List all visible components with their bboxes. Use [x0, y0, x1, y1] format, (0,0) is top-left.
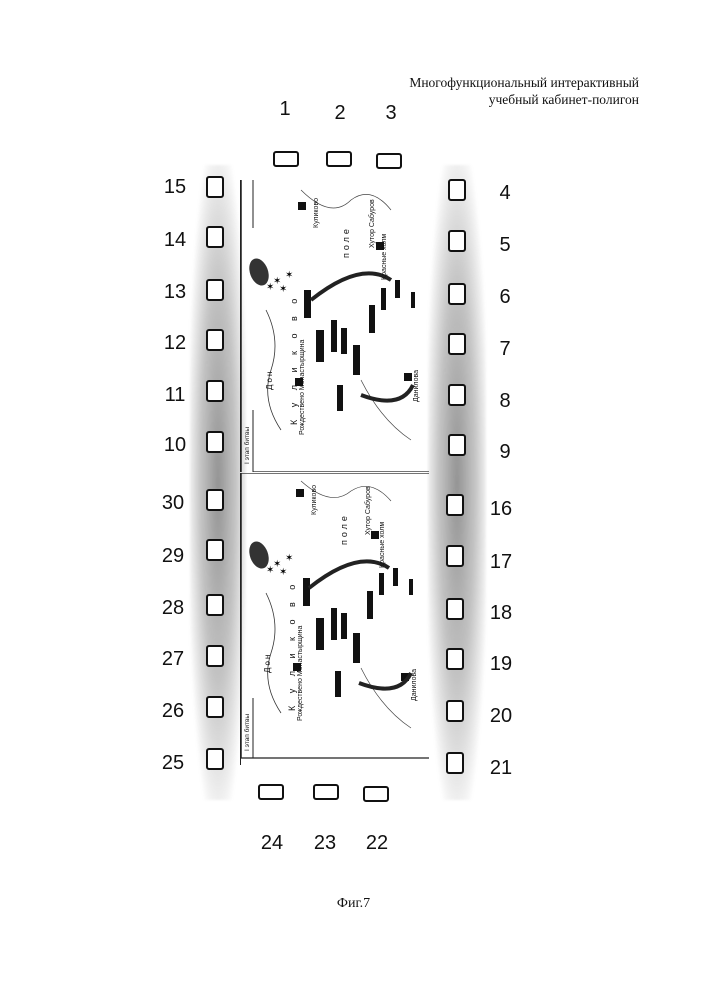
number-label: 27	[156, 648, 190, 670]
sprocket-hole	[206, 748, 224, 770]
label-rozhdestveno: Рождествено Монастырщина	[297, 626, 304, 721]
sprocket-hole	[206, 431, 224, 453]
number-label: 7	[488, 338, 522, 360]
number-label: 22	[360, 832, 394, 854]
sprocket-hole	[206, 696, 224, 718]
number-label: 24	[255, 832, 289, 854]
sprocket-hole	[448, 179, 466, 201]
sprocket-hole	[363, 786, 389, 802]
number-label: 26	[156, 700, 190, 722]
number-label: 3	[374, 102, 408, 124]
sprocket-hole	[448, 384, 466, 406]
sprocket-hole	[273, 151, 299, 167]
svg-text:✶: ✶	[279, 284, 287, 295]
sprocket-hole	[446, 545, 464, 567]
map-frame-1: ✶ ✶ ✶ ✶ Куликово Хутор Сабуров Красные х…	[240, 180, 431, 472]
sprocket-hole	[206, 279, 224, 301]
number-label: 17	[484, 551, 518, 573]
label-khutor: Хутор Сабуров	[365, 486, 372, 535]
number-label: 6	[488, 286, 522, 308]
battle-map-2: ✶ ✶ ✶ ✶	[241, 473, 431, 765]
map-frame-2: ✶ ✶ ✶ ✶ Куликово Хутор Сабуров Красные х…	[240, 473, 431, 765]
sprocket-hole	[446, 700, 464, 722]
label-krasnye: Красные холм	[381, 234, 388, 280]
number-label: 1	[268, 98, 302, 120]
label-stage: I этап битвы	[244, 714, 251, 751]
sprocket-hole	[206, 380, 224, 402]
number-label: 29	[156, 545, 190, 567]
sprocket-hole	[448, 230, 466, 252]
number-label: 13	[158, 281, 192, 303]
sprocket-hole	[206, 329, 224, 351]
number-label: 12	[158, 332, 192, 354]
label-field: поле	[341, 226, 351, 258]
sprocket-hole	[258, 784, 284, 800]
battle-map-1: ✶ ✶ ✶ ✶	[241, 180, 431, 472]
number-label: 9	[488, 441, 522, 463]
number-label: 4	[488, 182, 522, 204]
figure-caption: Фиг.7	[0, 896, 707, 912]
number-label: 21	[484, 757, 518, 779]
svg-text:✶: ✶	[285, 270, 293, 281]
sprocket-hole	[206, 645, 224, 667]
label-don: Дон	[265, 370, 274, 390]
header-line-1: Многофункциональный интерактивный	[409, 74, 639, 91]
sprocket-hole	[326, 151, 352, 167]
label-kulikovo: Куликово	[311, 485, 318, 515]
header-line-2: учебный кабинет-полигон	[409, 91, 639, 108]
document-header: Многофункциональный интерактивный учебны…	[409, 74, 639, 108]
number-label: 16	[484, 498, 518, 520]
number-label: 11	[158, 384, 192, 406]
sprocket-hole	[206, 226, 224, 248]
sprocket-hole	[446, 598, 464, 620]
sprocket-hole	[448, 283, 466, 305]
svg-text:✶: ✶	[285, 553, 293, 564]
number-label: 28	[156, 597, 190, 619]
label-khutor: Хутор Сабуров	[369, 199, 376, 248]
sprocket-hole	[206, 594, 224, 616]
label-kulikovo-field: К у л и к о в о	[287, 580, 297, 711]
sprocket-hole	[448, 333, 466, 355]
number-label: 20	[484, 705, 518, 727]
label-kulikovo-field: К у л и к о в о	[289, 294, 299, 425]
label-kulikovo: Куликово	[313, 198, 320, 228]
number-label: 18	[484, 602, 518, 624]
label-krasnye: Красные холм	[379, 522, 386, 568]
number-label: 25	[156, 752, 190, 774]
sprocket-hole	[206, 539, 224, 561]
number-label: 10	[158, 434, 192, 456]
number-label: 14	[158, 229, 192, 251]
number-label: 15	[158, 176, 192, 198]
label-field: поле	[339, 513, 349, 545]
label-stage: I этап битвы	[244, 427, 251, 464]
sprocket-hole	[446, 752, 464, 774]
sprocket-hole	[313, 784, 339, 800]
number-label: 8	[488, 390, 522, 412]
sprocket-hole	[446, 494, 464, 516]
number-label: 30	[156, 492, 190, 514]
sprocket-hole	[448, 434, 466, 456]
number-label: 19	[484, 653, 518, 675]
number-label: 5	[488, 234, 522, 256]
number-label: 2	[323, 102, 357, 124]
label-rozhdestveno: Рождествено Монастырщина	[299, 340, 306, 435]
sprocket-hole	[206, 489, 224, 511]
svg-text:✶: ✶	[279, 567, 287, 578]
label-danilovo: Данилова	[413, 370, 420, 402]
label-danilovo: Данилова	[411, 669, 418, 701]
sprocket-hole	[446, 648, 464, 670]
sprocket-hole	[376, 153, 402, 169]
sprocket-hole	[206, 176, 224, 198]
label-don: Дон	[263, 653, 272, 673]
number-label: 23	[308, 832, 342, 854]
